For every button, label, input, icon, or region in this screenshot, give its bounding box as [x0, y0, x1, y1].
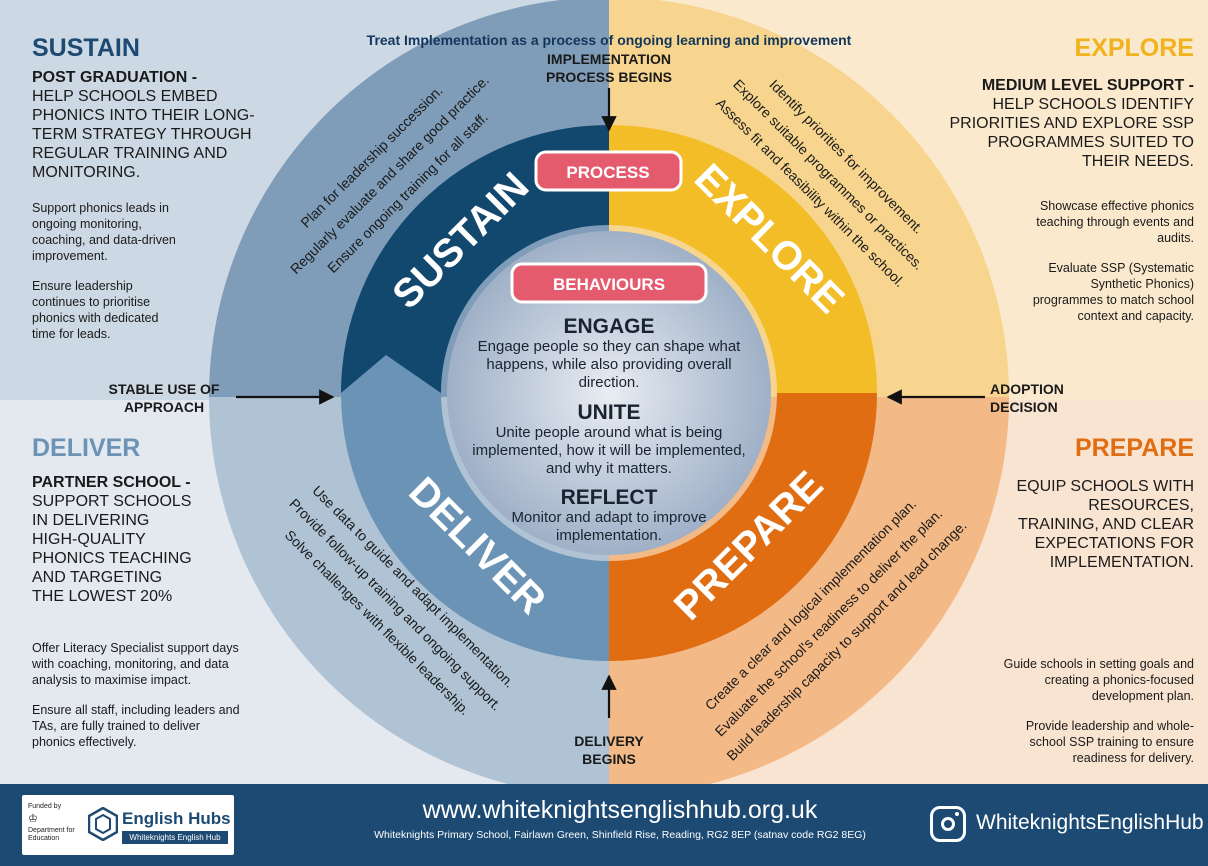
- unite-text: Unite people around what is being implem…: [472, 424, 746, 477]
- explore-title: EXPLORE: [1074, 34, 1194, 62]
- instagram-flash-icon: [955, 812, 959, 816]
- explore-bullet-1: Showcase effective phonics teaching thro…: [1036, 199, 1194, 245]
- explore-heading-rest: HELP SCHOOLS IDENTIFY PRIORITIES AND EXP…: [949, 96, 1194, 170]
- deliver-bullet-1: Offer Literacy Specialist support days w…: [32, 641, 239, 687]
- prepare-heading-rest: EQUIP SCHOOLS WITH RESOURCES, TRAINING, …: [1016, 478, 1194, 571]
- ring-explore-segment: [609, 125, 877, 440]
- footer: Funded by ♔ Department for Education Eng…: [0, 784, 1208, 866]
- instagram-icon[interactable]: [930, 806, 966, 842]
- prepare-heading: EQUIP SCHOOLS WITH RESOURCES, TRAINING, …: [1010, 477, 1194, 572]
- hub-name: English Hubs: [122, 809, 231, 828]
- dfe-text: Department for Education: [28, 827, 75, 842]
- prepare-title: PREPARE: [1074, 434, 1194, 462]
- funded-by-text: Funded by: [28, 803, 62, 810]
- sustain-heading-rest: HELP SCHOOLS EMBED PHONICS INTO THEIR LO…: [32, 88, 255, 181]
- arrow-label-left: STABLE USE OF APPROACH: [108, 381, 220, 415]
- crest-icon: ♔: [28, 813, 38, 825]
- reflect-text: Monitor and adapt to improve implementat…: [511, 509, 707, 544]
- reflect-title: REFLECT: [561, 486, 658, 509]
- ring-sustain-segment: [341, 125, 609, 393]
- deliver-heading: PARTNER SCHOOL - SUPPORT SCHOOLS IN DELI…: [32, 473, 197, 606]
- deliver-title: DELIVER: [32, 434, 141, 462]
- sustain-bullet-2: Ensure leadership continues to prioritis…: [32, 279, 159, 341]
- sustain-heading: POST GRADUATION - HELP SCHOOLS EMBED PHO…: [32, 68, 272, 182]
- engage-text: Engage people so they can shape what hap…: [477, 338, 741, 391]
- explore-bullets: Showcase effective phonics teaching thro…: [1020, 198, 1194, 338]
- deliver-bullet-2: Ensure all staff, including leaders and …: [32, 703, 240, 749]
- top-banner: Treat Implementation as a process of ong…: [366, 32, 852, 48]
- process-pill-bg: [534, 150, 683, 192]
- sustain-bullets: Support phonics leads in ongoing monitor…: [32, 200, 182, 356]
- deliver-heading-bold: PARTNER SCHOOL -: [32, 474, 191, 491]
- unite-title: UNITE: [578, 401, 641, 424]
- prepare-bullet-2: Provide leadership and whole-school SSP …: [1025, 719, 1194, 765]
- ring-prepare-segment: [570, 393, 877, 661]
- funding-logo-panel: Funded by ♔ Department for Education Eng…: [22, 795, 234, 855]
- website-link[interactable]: www.whiteknightsenglishhub.org.uk: [422, 796, 818, 824]
- social-handle[interactable]: WhiteknightsEnglishHub: [976, 811, 1204, 834]
- sustain-title: SUSTAIN: [32, 34, 140, 62]
- arrow-label-top: IMPLEMENTATION PROCESS BEGINS: [545, 51, 673, 85]
- explore-heading: MEDIUM LEVEL SUPPORT - HELP SCHOOLS IDEN…: [948, 76, 1194, 171]
- behaviours-pill-label: BEHAVIOURS: [553, 275, 665, 294]
- address-text: Whiteknights Primary School, Fairlawn Gr…: [374, 829, 866, 841]
- english-hubs-icon: [88, 807, 118, 841]
- sustain-heading-bold: POST GRADUATION -: [32, 69, 198, 86]
- instagram-lens-icon: [941, 817, 955, 831]
- prepare-bullets: Guide schools in setting goals and creat…: [990, 656, 1194, 780]
- prepare-bullet-1: Guide schools in setting goals and creat…: [1003, 657, 1194, 703]
- hub-subtitle: Whiteknights English Hub: [122, 831, 228, 844]
- implementation-cycle-diagram: SUSTAIN EXPLORE PREPARE DELIVER Plan for…: [209, 0, 1009, 784]
- arrow-label-right: ADOPTION DECISION: [990, 381, 1064, 415]
- dfe-logo: Funded by ♔ Department for Education: [28, 803, 86, 843]
- process-pill-label: PROCESS: [566, 163, 649, 182]
- ring-deliver-segment: [341, 355, 609, 661]
- sustain-bullet-1: Support phonics leads in ongoing monitor…: [32, 201, 176, 263]
- deliver-bullets: Offer Literacy Specialist support days w…: [32, 640, 242, 764]
- explore-heading-bold: MEDIUM LEVEL SUPPORT -: [981, 77, 1194, 94]
- center-behaviours-circle: [447, 231, 771, 555]
- deliver-heading-rest: SUPPORT SCHOOLS IN DELIVERING HIGH-QUALI…: [32, 493, 192, 605]
- arrow-label-bottom: DELIVERY BEGINS: [574, 733, 644, 767]
- explore-bullet-2: Evaluate SSP (Systematic Synthetic Phoni…: [1032, 261, 1194, 323]
- engage-title: ENGAGE: [563, 315, 654, 338]
- behaviours-pill-bg: [510, 262, 708, 304]
